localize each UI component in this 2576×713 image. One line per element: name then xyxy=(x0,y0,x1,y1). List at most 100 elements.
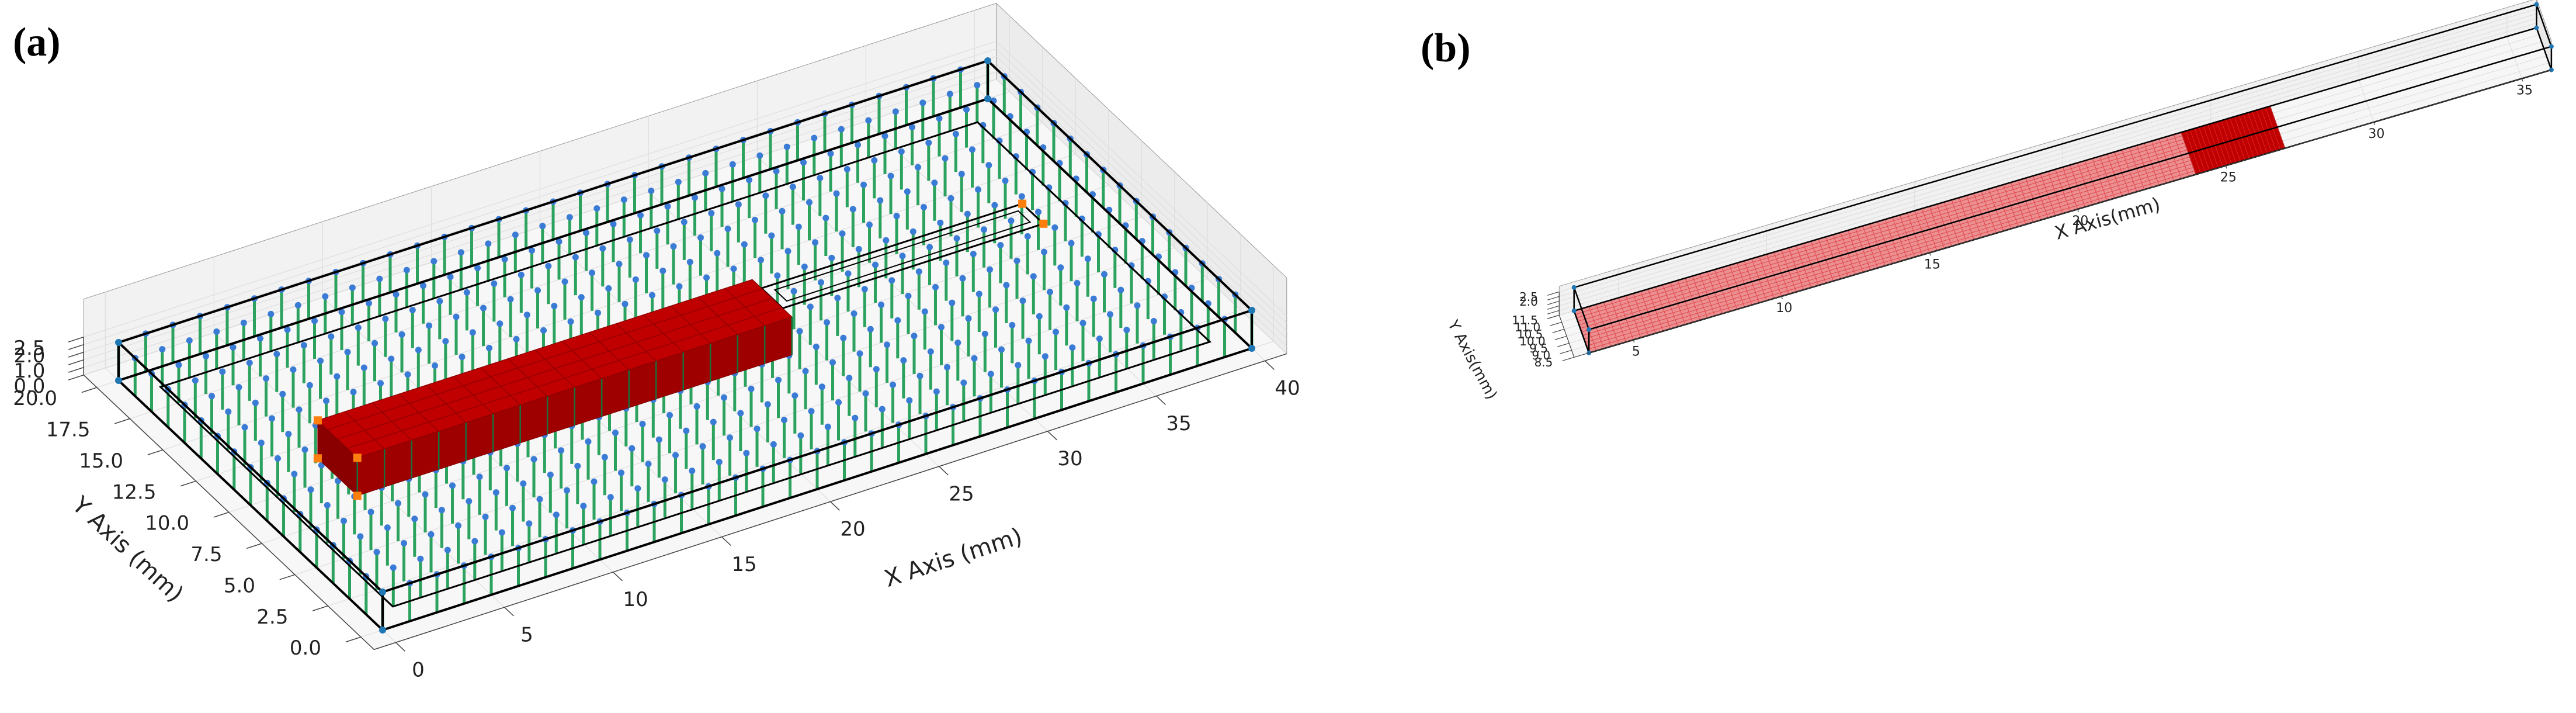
y-tick-label: 5.0 xyxy=(224,574,255,597)
lattice-point xyxy=(401,540,407,546)
lattice-point xyxy=(802,368,809,375)
lattice-point xyxy=(551,303,558,310)
x-tick-mark xyxy=(1156,396,1166,406)
lattice-point xyxy=(1009,321,1016,328)
y-tick-mark xyxy=(147,449,164,455)
lattice-point xyxy=(893,213,900,220)
lattice-point xyxy=(840,334,847,341)
lattice-point xyxy=(806,199,813,206)
lattice-point xyxy=(269,415,275,422)
channel-corner-marker xyxy=(1018,199,1027,208)
lattice-point xyxy=(294,302,301,309)
lattice-point xyxy=(900,357,907,364)
lattice-point xyxy=(721,394,727,401)
lattice-point xyxy=(501,256,508,263)
lattice-point xyxy=(735,201,742,208)
lattice-point xyxy=(824,423,831,430)
outer-box-edge xyxy=(382,347,1252,631)
grid-line xyxy=(996,79,1287,354)
lattice-point xyxy=(881,133,888,140)
lattice-point xyxy=(933,388,940,395)
lattice-point xyxy=(943,259,950,266)
lattice-point xyxy=(683,427,690,434)
lattice-point xyxy=(1107,311,1113,318)
y-tick-label: 9.5 xyxy=(1529,341,1548,355)
lattice-point xyxy=(1018,193,1025,200)
y-tick-label: 2.5 xyxy=(256,605,288,629)
lattice-point xyxy=(442,338,449,345)
lattice-point xyxy=(1057,264,1064,271)
lattice-point xyxy=(801,264,808,270)
y-tick-mark xyxy=(114,418,130,424)
z-tick-mark xyxy=(1547,296,1560,300)
lattice-point xyxy=(300,342,307,349)
lattice-point xyxy=(855,245,862,252)
lattice-point xyxy=(796,328,803,335)
lattice-point xyxy=(612,430,619,437)
lattice-point xyxy=(209,393,215,400)
lattice-point xyxy=(620,196,627,203)
lattice-point xyxy=(909,228,916,235)
lattice-point xyxy=(290,366,297,373)
x-tick-mark xyxy=(939,466,949,476)
lattice-point xyxy=(436,297,443,304)
box-edge xyxy=(1573,287,1590,330)
lattice-point xyxy=(850,310,857,317)
lattice-point xyxy=(357,533,364,540)
lattice-point xyxy=(384,524,391,531)
x-tick-label: 25 xyxy=(2220,171,2237,185)
grid-line xyxy=(1559,9,2537,297)
lattice-point xyxy=(561,278,568,285)
lattice-point xyxy=(693,403,700,410)
lattice-point xyxy=(839,230,846,237)
lattice-point xyxy=(925,139,932,146)
lattice-point xyxy=(855,141,861,148)
lattice-point xyxy=(616,261,623,268)
lattice-point xyxy=(818,383,825,390)
lattice-point xyxy=(737,410,744,417)
lattice-point xyxy=(324,502,331,508)
lattice-point xyxy=(567,318,574,325)
box-corner-marker xyxy=(1248,307,1255,314)
lattice-point xyxy=(714,250,721,257)
y-tick-mark xyxy=(345,636,362,643)
x-tick-label: 5 xyxy=(1632,345,1640,359)
block-mesh-line xyxy=(317,279,753,421)
outer-box-edge xyxy=(382,309,1252,593)
lattice-point xyxy=(536,496,543,503)
grid-line xyxy=(84,56,997,353)
lattice-point xyxy=(1079,320,1086,327)
lattice-point xyxy=(360,364,367,371)
lattice-point xyxy=(743,449,750,456)
lattice-point xyxy=(213,328,220,335)
lattice-point xyxy=(898,148,905,155)
lattice-point xyxy=(716,459,723,465)
z-tick-label: 2.0 xyxy=(1519,295,1538,309)
box-edge xyxy=(2536,27,2553,71)
lattice-point xyxy=(246,359,253,366)
lattice-point xyxy=(727,434,733,441)
lattice-point xyxy=(585,438,592,445)
lattice-point xyxy=(323,397,329,404)
lattice-point xyxy=(781,417,787,424)
lattice-point xyxy=(954,340,961,346)
lattice-point xyxy=(866,221,873,229)
lattice-point xyxy=(578,294,585,301)
lattice-point xyxy=(643,252,650,259)
lattice-point xyxy=(492,489,499,496)
lattice-point xyxy=(241,424,248,431)
lattice-point xyxy=(317,357,324,364)
lattice-point xyxy=(985,162,992,169)
z-tick-mark xyxy=(68,336,84,342)
lattice-point xyxy=(817,175,824,182)
lattice-point xyxy=(987,371,994,378)
panel-label-a: (a) xyxy=(13,20,61,65)
lattice-point xyxy=(540,327,547,334)
lattice-point xyxy=(523,311,530,319)
y-tick-label: 12.5 xyxy=(112,480,157,504)
lattice-point xyxy=(583,229,589,236)
lattice-point xyxy=(485,240,492,247)
box-corner-marker xyxy=(379,627,386,634)
lattice-point xyxy=(856,350,863,357)
